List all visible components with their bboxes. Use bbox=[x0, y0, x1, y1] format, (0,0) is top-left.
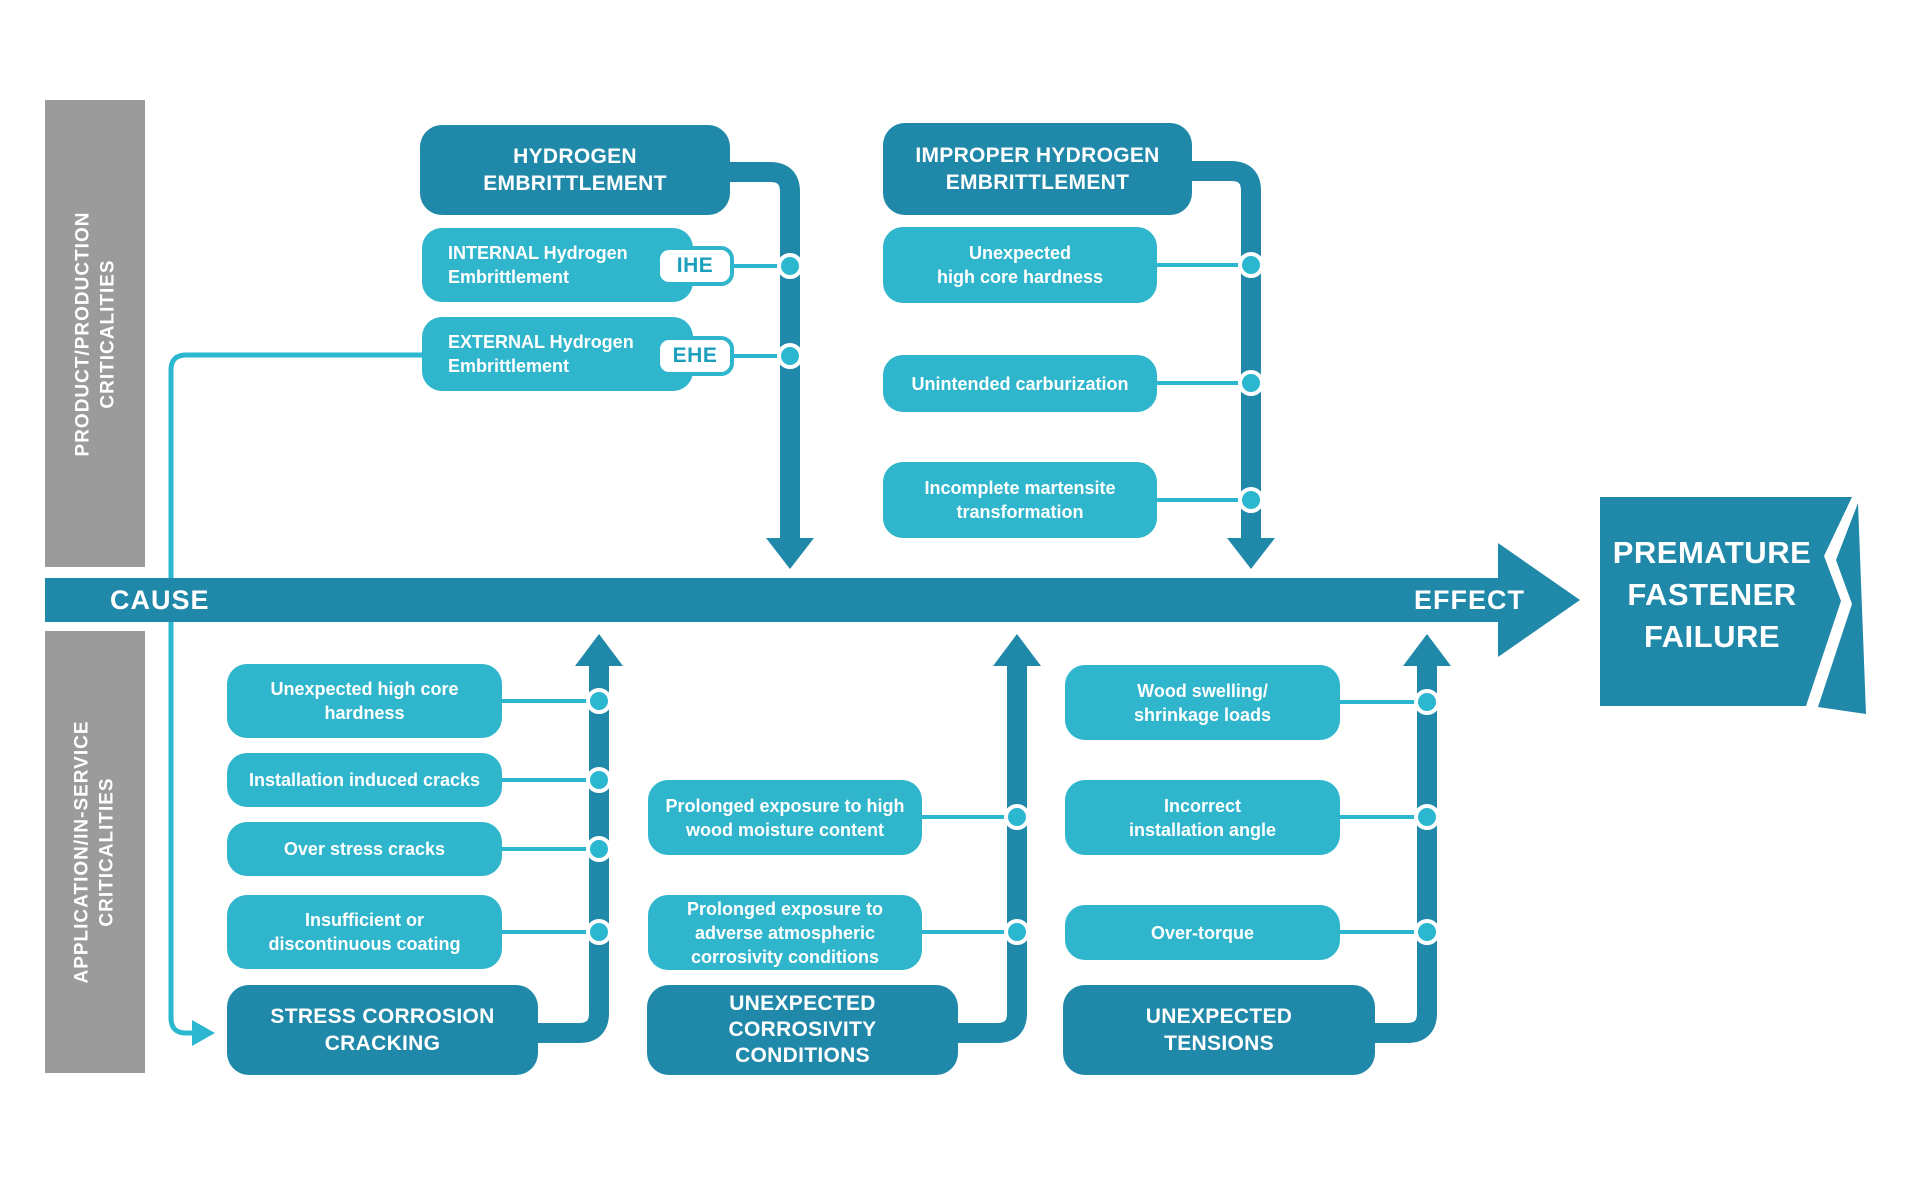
effect-label: EFFECT bbox=[1414, 584, 1525, 615]
arrowhead-up-tensions bbox=[1403, 634, 1451, 666]
item-incorrect-installation-angle: Incorrect installation angle bbox=[1065, 780, 1340, 855]
tag-ihe: IHE bbox=[656, 246, 734, 286]
criticality-bar-application-label: APPLICATION/IN-SERVICE CRITICALITIES bbox=[72, 720, 119, 984]
arrowhead-up-stress bbox=[575, 634, 623, 666]
item-prolonged-wood-moisture: Prolonged exposure to high wood moisture… bbox=[648, 780, 922, 855]
item-internal-hydrogen-embrittlement: INTERNAL Hydrogen Embrittlement bbox=[422, 228, 693, 302]
arrowhead-down-improper bbox=[1227, 538, 1275, 569]
failure-box-shape bbox=[1600, 497, 1866, 714]
item-external-hydrogen-embrittlement: EXTERNAL Hydrogen Embrittlement bbox=[422, 317, 693, 391]
branch-lines bbox=[538, 161, 1437, 1043]
header-hydrogen-embrittlement: HYDROGEN EMBRITTLEMENT bbox=[420, 125, 730, 215]
item-unexpected-high-core-hardness-top: Unexpected high core hardness bbox=[883, 227, 1157, 303]
branch-tensions bbox=[1375, 663, 1437, 1043]
header-stress-corrosion-cracking: STRESS CORROSION CRACKING bbox=[227, 985, 538, 1075]
item-over-stress-cracks: Over stress cracks bbox=[227, 822, 502, 876]
criticality-bar-application: APPLICATION/IN-SERVICE CRITICALITIES bbox=[45, 631, 145, 1073]
premature-fastener-failure-label: PREMATURE FASTENER FAILURE bbox=[1612, 535, 1812, 654]
branch-arrowheads bbox=[575, 538, 1580, 666]
item-over-torque: Over-torque bbox=[1065, 905, 1340, 960]
arrowhead-up-corrosivity bbox=[993, 634, 1041, 666]
criticality-bar-product: PRODUCT/PRODUCTION CRITICALITIES bbox=[45, 100, 145, 567]
feedback-arrowhead bbox=[192, 1020, 215, 1046]
criticality-bar-product-label: PRODUCT/PRODUCTION CRITICALITIES bbox=[72, 211, 119, 456]
node-circles bbox=[586, 252, 1440, 945]
item-prolonged-atmospheric-corrosivity: Prolonged exposure to adverse atmospheri… bbox=[648, 895, 922, 970]
header-unexpected-corrosivity-conditions: UNEXPECTED CORROSIVITY CONDITIONS bbox=[647, 985, 958, 1075]
branch-corrosivity bbox=[958, 663, 1027, 1043]
item-unintended-carburization: Unintended carburization bbox=[883, 355, 1157, 412]
item-insufficient-discontinuous-coating: Insufficient or discontinuous coating bbox=[227, 895, 502, 969]
feedback-line-ehe-to-scc bbox=[168, 352, 422, 1036]
header-improper-hydrogen-embrittlement: IMPROPER HYDROGEN EMBRITTLEMENT bbox=[883, 123, 1192, 215]
arrowhead-down-hydrogen bbox=[766, 538, 814, 569]
branch-improper-hydrogen bbox=[1192, 161, 1261, 540]
item-unexpected-high-core-hardness-bottom: Unexpected high core hardness bbox=[227, 664, 502, 738]
cause-effect-band: CAUSE bbox=[45, 578, 1498, 622]
failure-box-main bbox=[1600, 497, 1852, 706]
branch-hydrogen bbox=[730, 162, 800, 540]
item-incomplete-martensite-transformation: Incomplete martensite transformation bbox=[883, 462, 1157, 538]
tag-ehe: EHE bbox=[656, 336, 734, 376]
failure-box-fragment bbox=[1818, 503, 1866, 714]
cause-label: CAUSE bbox=[110, 584, 210, 615]
item-wood-swelling-shrinkage-loads: Wood swelling/ shrinkage loads bbox=[1065, 665, 1340, 740]
arrowhead-effect bbox=[1498, 543, 1580, 657]
item-installation-induced-cracks: Installation induced cracks bbox=[227, 753, 502, 807]
branch-stress-corrosion bbox=[538, 663, 609, 1043]
header-unexpected-tensions: UNEXPECTED TENSIONS bbox=[1063, 985, 1375, 1075]
